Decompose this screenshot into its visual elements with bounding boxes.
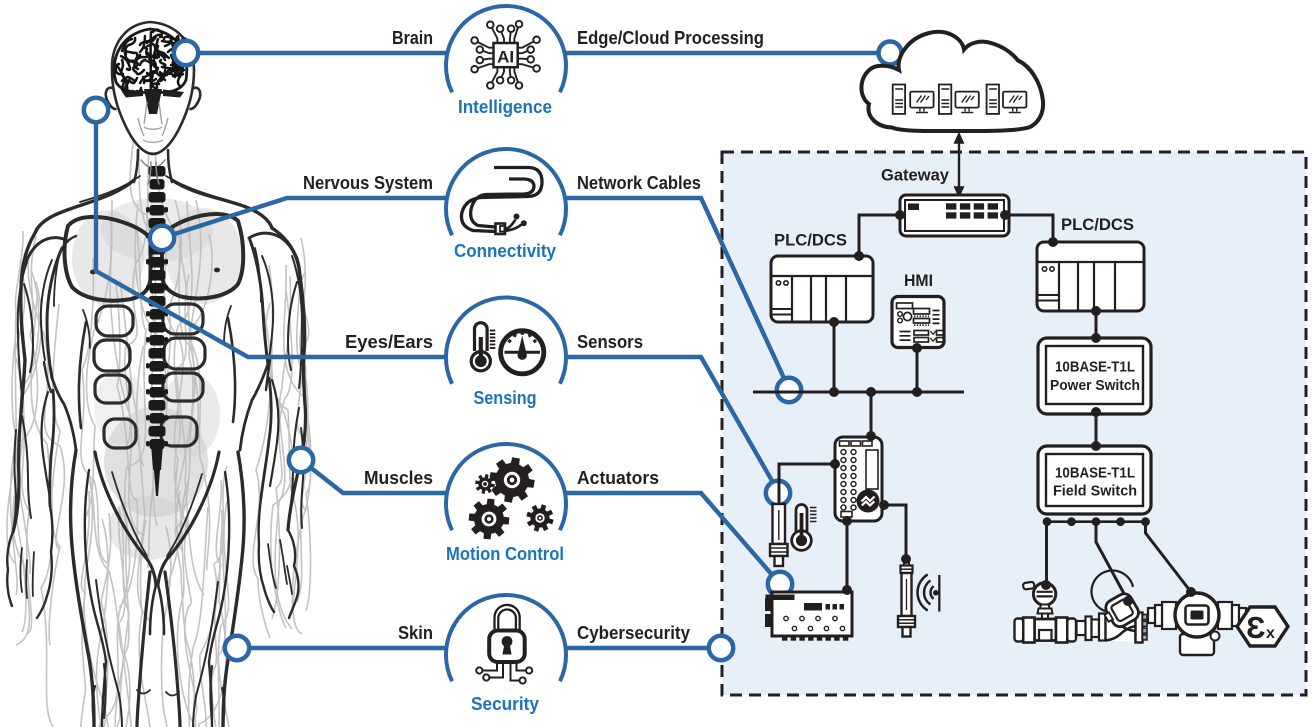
svg-text:Ɛ: Ɛ: [1246, 610, 1265, 645]
svg-text:Brain: Brain: [392, 28, 433, 48]
svg-text:Cybersecurity: Cybersecurity: [577, 623, 690, 643]
svg-text:HMI: HMI: [904, 271, 933, 290]
svg-text:Motion Control: Motion Control: [446, 544, 564, 564]
svg-text:Nervous System: Nervous System: [303, 173, 433, 193]
svg-text:Muscles: Muscles: [364, 468, 433, 488]
svg-text:AI: AI: [497, 48, 514, 67]
svg-text:Sensing: Sensing: [474, 388, 537, 408]
svg-text:Intelligence: Intelligence: [458, 97, 552, 117]
svg-text:PLC/DCS: PLC/DCS: [774, 231, 847, 250]
svg-text:Sensors: Sensors: [577, 332, 643, 352]
svg-text:Edge/Cloud Processing: Edge/Cloud Processing: [577, 28, 764, 48]
svg-text:Power Switch: Power Switch: [1050, 377, 1140, 394]
svg-text:PLC/DCS: PLC/DCS: [1061, 215, 1134, 234]
svg-text:Field Switch: Field Switch: [1053, 483, 1137, 500]
svg-text:Gateway: Gateway: [881, 166, 950, 185]
svg-text:x: x: [1266, 625, 1275, 642]
svg-text:Connectivity: Connectivity: [454, 241, 556, 261]
svg-text:Skin: Skin: [398, 623, 433, 643]
svg-text:Eyes/Ears: Eyes/Ears: [345, 332, 433, 352]
svg-text:10BASE-T1L: 10BASE-T1L: [1055, 465, 1135, 482]
svg-text:Actuators: Actuators: [577, 468, 659, 488]
svg-text:10BASE-T1L: 10BASE-T1L: [1055, 359, 1135, 376]
svg-text:Network Cables: Network Cables: [577, 173, 701, 193]
svg-text:Security: Security: [471, 694, 539, 714]
